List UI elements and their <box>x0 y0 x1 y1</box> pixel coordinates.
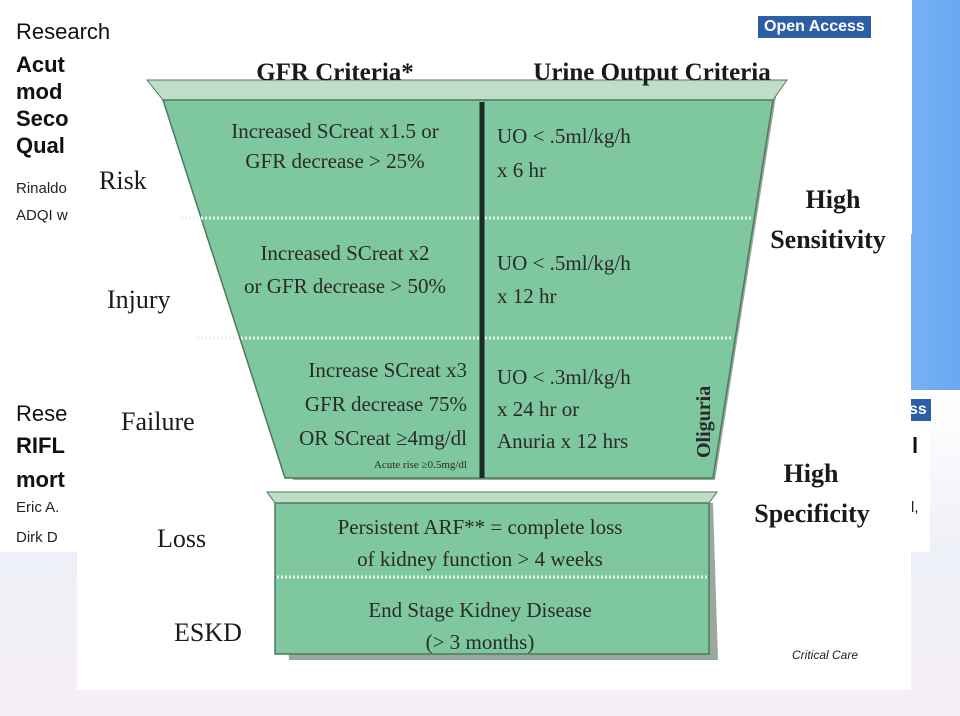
article1-authors: Rinaldo <box>16 180 67 197</box>
stage-label-failure: Failure <box>121 407 195 436</box>
stage-label-injury: Injury <box>107 285 171 314</box>
article2-authors: Eric A. <box>16 499 60 516</box>
injury-uo-text: x 12 hr <box>497 284 557 308</box>
oliguria-label: Oliguria <box>693 386 715 458</box>
article2-section: Rese <box>16 401 68 426</box>
risk-gfr-text: GFR decrease > 25% <box>245 149 424 173</box>
risk-uo-text: x 6 hr <box>497 158 546 182</box>
failure-gfr-text: GFR decrease 75% <box>305 392 467 416</box>
failure-uo-text: x 24 hr or <box>497 397 579 421</box>
critical-care-credit: Critical Care <box>791 648 858 662</box>
rifle-diagram-panel: GFR Criteria* Urine Output Criteria Risk… <box>77 40 911 690</box>
high-specificity-label: High <box>784 459 839 488</box>
article2-authors: Dirk D <box>16 529 58 546</box>
article1-title-line: Seco <box>16 106 69 131</box>
outcome-box <box>274 502 710 655</box>
gfr-criteria-header: GFR Criteria* <box>256 59 414 86</box>
high-specificity-label: Specificity <box>754 499 870 528</box>
loss-text: Persistent ARF** = complete loss <box>338 515 623 539</box>
eskd-text: (> 3 months) <box>426 630 535 654</box>
open-access-badge: ss <box>905 399 931 421</box>
article2-title-fragment: l <box>912 433 919 458</box>
high-sensitivity-label: High <box>806 185 861 214</box>
article1-title-line: Acut <box>16 52 65 77</box>
article2-title-line: mort <box>16 467 65 492</box>
failure-gfr-text: OR SCreat ≥4mg/dl <box>299 426 467 450</box>
failure-uo-text: UO < .3ml/kg/h <box>497 365 631 389</box>
article1-title-line: Qual <box>16 133 65 158</box>
risk-uo-text: UO < .5ml/kg/h <box>497 124 631 148</box>
injury-uo-text: UO < .5ml/kg/h <box>497 251 631 275</box>
stage-label-loss: Loss <box>157 524 206 553</box>
failure-gfr-note: Acute rise ≥0.5mg/dl <box>374 459 467 471</box>
article1-section: Research <box>16 19 111 44</box>
article2-title-line: RIFL <box>16 433 65 458</box>
loss-text: of kidney function > 4 weeks <box>357 547 603 571</box>
article2-authors-fragment: l, <box>911 499 919 516</box>
article1-title-line: mod <box>16 79 63 104</box>
eskd-text: End Stage Kidney Disease <box>368 598 591 622</box>
open-access-badge: Open Access <box>758 16 871 38</box>
funnel-body <box>161 99 774 479</box>
rifle-diagram: GFR Criteria* Urine Output Criteria Risk… <box>99 59 886 660</box>
risk-gfr-text: Increased SCreat x1.5 or <box>231 119 439 143</box>
urine-output-header: Urine Output Criteria <box>533 59 771 86</box>
article1-authors: ADQI w <box>16 207 68 224</box>
outcome-box-top-face <box>266 491 718 504</box>
failure-uo-text: Anuria x 12 hrs <box>497 429 628 453</box>
stage-label-risk: Risk <box>99 166 147 195</box>
injury-gfr-text: or GFR decrease > 50% <box>244 274 446 298</box>
injury-gfr-text: Increased SCreat x2 <box>260 241 429 265</box>
stage-label-eskd: ESKD <box>174 618 242 647</box>
high-sensitivity-label: Sensitivity <box>770 225 886 254</box>
failure-gfr-text: Increase SCreat x3 <box>308 358 467 382</box>
